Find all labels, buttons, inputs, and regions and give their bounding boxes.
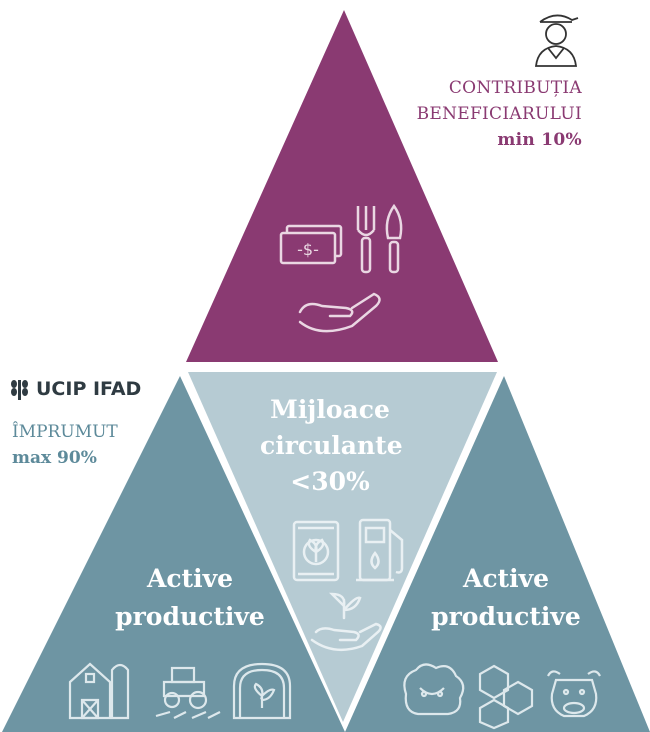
left-active-line-2: productive <box>115 602 265 631</box>
right-triangle <box>345 376 650 732</box>
sheep-icon <box>403 663 465 716</box>
ucip-brand: UCIP IFAD <box>36 378 142 400</box>
left-triangle <box>2 376 345 732</box>
farmer-icon <box>534 14 579 67</box>
sprout-in-hand-icon <box>310 592 382 652</box>
center-line-2: circulante <box>260 431 403 460</box>
barn-icon <box>68 662 130 720</box>
seed-bag-icon <box>292 520 340 582</box>
cow-icon <box>547 670 601 718</box>
svg-text:-$-: -$- <box>297 240 319 259</box>
greenhouse-icon <box>232 662 292 720</box>
ucip-percent: max 90% <box>12 448 97 468</box>
ucip-line-1: ÎMPRUMUT <box>12 422 118 442</box>
center-line-3: <30% <box>290 467 370 496</box>
fuel-pump-icon <box>356 518 404 582</box>
open-hand-icon <box>298 292 381 333</box>
top-triangle <box>186 10 498 362</box>
right-active-line-1: Active <box>462 564 550 593</box>
money-icon: -$- <box>279 224 343 265</box>
tractor-icon <box>155 666 221 720</box>
fork-icon <box>356 206 376 274</box>
center-line-1: Mijloace <box>270 395 390 424</box>
contribution-percent: min 10% <box>497 130 582 150</box>
left-active-line-1: Active <box>146 564 234 593</box>
right-active-line-2: productive <box>431 602 581 631</box>
contribution-line-2: BENEFICIARULUI <box>416 104 582 124</box>
wheat-icon <box>11 380 28 400</box>
trowel-icon <box>385 203 403 274</box>
contribution-line-1: CONTRIBUȚIA <box>448 78 582 98</box>
center-triangle <box>188 372 497 722</box>
honeycomb-icon <box>478 664 534 730</box>
